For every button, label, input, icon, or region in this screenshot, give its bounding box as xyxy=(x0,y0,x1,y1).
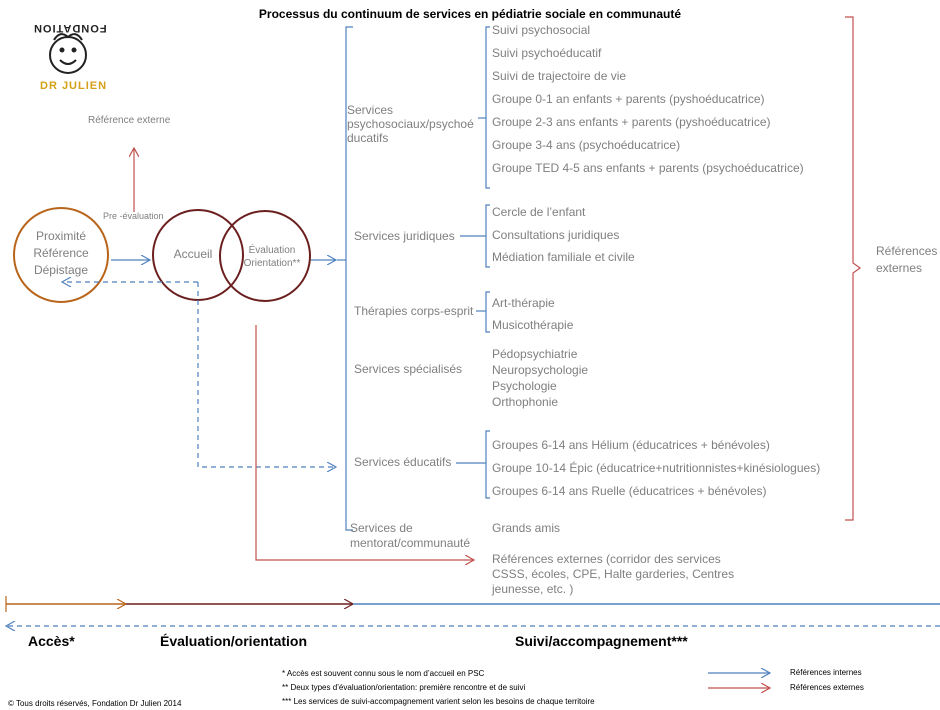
proximite-line: Proximité xyxy=(35,229,86,243)
external-refs-right: Références externes xyxy=(876,244,938,275)
service-item: Médiation familiale et civile xyxy=(492,250,635,264)
note-acces: * Accès est souvent connu sous le nom d’… xyxy=(282,669,485,678)
service-item: Pédopsychiatrie xyxy=(492,347,578,361)
phase-suivi: Suivi/accompagnement*** xyxy=(515,633,688,649)
legend-external: Références externes xyxy=(790,683,864,692)
service-item: Groupe 10-14 Épic (éducatrice+nutritionn… xyxy=(492,461,821,475)
external-reference-label: Référence externe xyxy=(88,115,171,126)
service-item: Suivi psychoéducatif xyxy=(492,46,602,60)
service-item: Art-thérapie xyxy=(492,296,555,310)
evaluation-line: Évaluation xyxy=(248,245,296,256)
depistage-line: Dépistage xyxy=(33,263,89,277)
service-item: Psychologie xyxy=(492,379,557,393)
service-label-therapies: Thérapies corps-esprit xyxy=(354,304,474,318)
phase-evaluation: Évaluation/orientation xyxy=(160,633,308,649)
service-label-psychosocial: Services psychosociaux/psychoé ducatifs xyxy=(347,103,474,145)
service-item: Groupe TED 4-5 ans enfants + parents (ps… xyxy=(492,161,804,175)
note-suivi: *** Les services de suivi-accompagnement… xyxy=(282,697,595,706)
service-item: Suivi de trajectoire de vie xyxy=(492,69,627,83)
accueil-label: Accueil xyxy=(173,247,213,261)
bracket-psychosocial xyxy=(485,26,490,189)
service-item: Suivi psychosocial xyxy=(492,23,591,37)
note-evaluation: ** Deux types d’évaluation/orientation: … xyxy=(282,683,526,692)
service-label-juridiques: Services juridiques xyxy=(354,229,455,243)
service-label-educatifs: Services éducatifs xyxy=(354,455,452,469)
logo-arc-bottom: DR JULIEN xyxy=(40,80,108,92)
fondation-logo xyxy=(27,14,109,96)
pre-evaluation-label: Pre -évaluation xyxy=(103,211,164,221)
orientation-line: Orientation** xyxy=(243,258,301,269)
service-label-specialises: Services spécialisés xyxy=(354,362,463,376)
diagram-title: Processus du continuum de services en pé… xyxy=(258,7,682,21)
circle-evaluation xyxy=(219,210,311,302)
service-label-mentorat: Services de mentorat/communauté xyxy=(350,521,471,550)
service-item: Grands amis xyxy=(492,521,561,535)
circle-proximite xyxy=(13,207,109,303)
reference-line: Référence xyxy=(33,246,89,260)
service-item: Orthophonie xyxy=(492,395,559,409)
circle-proximite-text: Proximité Référence Dépistage xyxy=(14,228,108,279)
phase-acces: Accès* xyxy=(28,633,75,649)
bracket-juridiques xyxy=(485,204,490,268)
service-item: Groupes 6-14 ans Ruelle (éducatrices + b… xyxy=(492,484,767,498)
legend-internal: Références internes xyxy=(790,668,862,677)
service-item: Consultations juridiques xyxy=(492,228,620,242)
external-refs-brace xyxy=(845,16,862,521)
service-item: Musicothérapie xyxy=(492,318,574,332)
logo-arc-top: FONDATION xyxy=(33,22,107,34)
bracket-therapies xyxy=(485,291,490,333)
external-ref-arrow xyxy=(255,325,474,560)
service-item: Groupe 3-4 ans (psychoéducatrice) xyxy=(492,138,681,152)
service-item: Cercle de l’enfant xyxy=(492,205,586,219)
bracket-educatifs xyxy=(485,430,490,499)
service-item: Groupe 2-3 ans enfants + parents (pyshoé… xyxy=(492,115,771,129)
dashed-educatif-arrow xyxy=(197,282,336,467)
services-bracket xyxy=(345,26,353,531)
service-item: Groupe 0-1 an enfants + parents (pyshoéd… xyxy=(492,92,765,106)
external-refs-bottom: Références externes (corridor des servic… xyxy=(492,552,735,596)
service-item: Neuropsychologie xyxy=(492,363,589,377)
copyright: © Tous droits réservés, Fondation Dr Jul… xyxy=(8,699,182,708)
evaluation-label: Évaluation Orientation** xyxy=(238,244,306,270)
service-item: Groupes 6-14 ans Hélium (éducatrices + b… xyxy=(492,438,770,452)
